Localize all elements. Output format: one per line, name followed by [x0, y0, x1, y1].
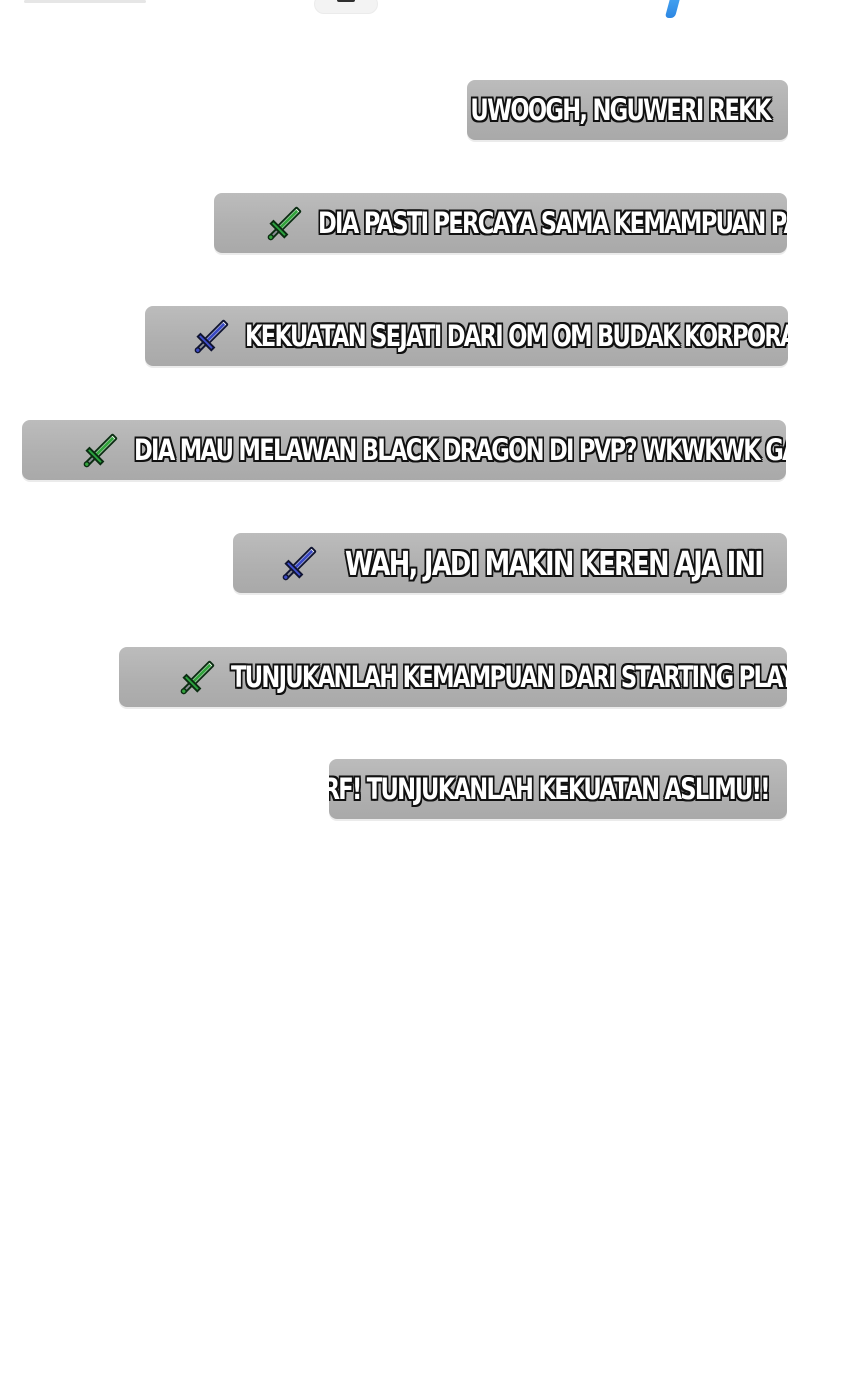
chat-message-text: SMURF! TUNJUKANLAH KEKUATAN ASLIMU!!	[329, 771, 771, 806]
chat-message-text: DIA PASTI PERCAYA SAMA KEMAMPUAN PALUNYA	[318, 205, 787, 240]
chat-message-text: DIA MAU MELAWAN BLACK DRAGON DI PVP? WKW…	[134, 432, 786, 467]
chat-message-5: WAH, JADI MAKIN KEREN AJA INI	[233, 533, 787, 593]
chat-message-2: DIA PASTI PERCAYA SAMA KEMAMPUAN PALUNYA	[214, 193, 787, 253]
chat-message-3: KEKUATAN SEJATI DARI OM OM BUDAK KORPORA…	[145, 306, 788, 366]
chat-message-4: DIA MAU MELAWAN BLACK DRAGON DI PVP? WKW…	[22, 420, 786, 480]
chat-message-text: TUNJUKANLAH KEMAMPUAN DARI STARTING PLAY…	[231, 659, 787, 694]
blue-sword-icon	[194, 319, 229, 354]
chat-message-7: SMURF! TUNJUKANLAH KEKUATAN ASLIMU!!	[329, 759, 787, 819]
blue-sword-icon	[282, 546, 317, 581]
green-sword-icon	[83, 433, 118, 468]
chat-message-1: UWOOGH, NGUWERI REKK	[467, 80, 788, 140]
chat-message-text: UWOOGH, NGUWERI REKK	[470, 92, 772, 127]
green-sword-icon	[180, 660, 215, 695]
green-sword-icon	[267, 206, 302, 241]
chat-message-text: KEKUATAN SEJATI DARI OM OM BUDAK KORPORA…	[245, 318, 788, 353]
chat-message-6: TUNJUKANLAH KEMAMPUAN DARI STARTING PLAY…	[119, 647, 787, 707]
chat-message-text: WAH, JADI MAKIN KEREN AJA INI	[345, 543, 764, 583]
